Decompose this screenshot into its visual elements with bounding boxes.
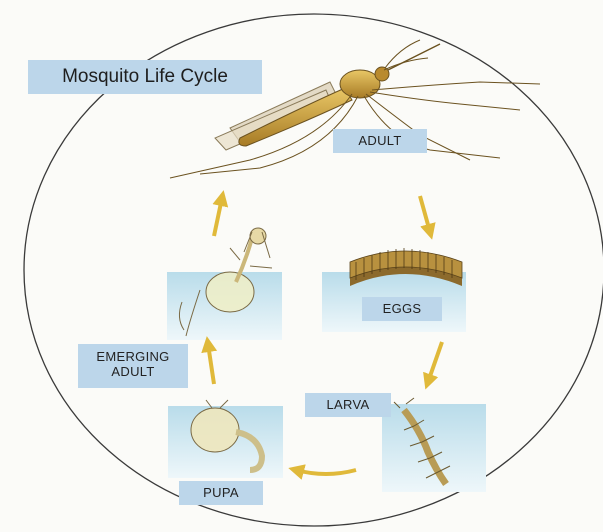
stage-label-eggs-text: EGGS bbox=[383, 301, 422, 316]
stage-label-adult-text: ADULT bbox=[358, 133, 401, 148]
stage-label-pupa: PUPA bbox=[179, 481, 263, 505]
stage-label-emerging-line2: ADULT bbox=[85, 364, 181, 379]
stage-label-eggs: EGGS bbox=[362, 297, 442, 321]
stage-label-larva-text: LARVA bbox=[327, 397, 370, 412]
diagram-title: Mosquito Life Cycle bbox=[28, 60, 262, 94]
stage-label-pupa-text: PUPA bbox=[203, 485, 239, 500]
stage-label-larva: LARVA bbox=[305, 393, 391, 417]
water-panel-larva bbox=[382, 404, 486, 492]
arrow-pupa-to-emerging bbox=[208, 344, 214, 384]
stage-label-emerging-line1: EMERGING bbox=[85, 349, 181, 364]
arrow-adult-to-eggs bbox=[420, 196, 430, 232]
arrow-emerging-to-adult bbox=[214, 198, 222, 236]
arrow-eggs-to-larva bbox=[428, 342, 442, 382]
stage-label-emerging-adult: EMERGING ADULT bbox=[78, 344, 188, 388]
stage-label-adult: ADULT bbox=[333, 129, 427, 153]
arrow-larva-to-pupa bbox=[296, 470, 356, 474]
